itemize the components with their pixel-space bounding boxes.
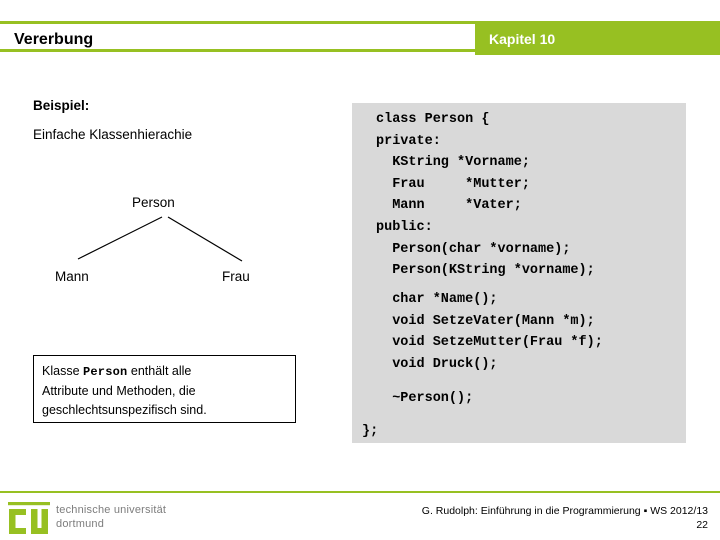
tree-node-frau: Frau bbox=[222, 269, 250, 284]
tree-edge-left bbox=[77, 216, 163, 260]
footer-divider bbox=[0, 491, 720, 493]
code-block-class-declaration: class Person { private: KString *Vorname… bbox=[376, 112, 595, 279]
note-box: Klasse Person enthält alle Attribute und… bbox=[33, 355, 296, 423]
tu-logo-icon bbox=[8, 502, 50, 534]
tree-edges bbox=[77, 216, 243, 262]
code-block-methods: char *Name(); void SetzeVater(Mann *m); … bbox=[392, 292, 603, 372]
chapter-badge: Kapitel 10 bbox=[475, 24, 720, 55]
code-panel: class Person { private: KString *Vorname… bbox=[352, 103, 686, 443]
university-logo: technische universität dortmund bbox=[8, 500, 208, 536]
left-content-column: Beispiel: Einfache Klassenhierachie Pers… bbox=[0, 90, 350, 450]
note-line-1-suffix: enthält alle bbox=[127, 364, 192, 378]
tree-edge-right bbox=[167, 216, 243, 262]
class-hierarchy-diagram: Person Mann Frau bbox=[0, 195, 350, 305]
example-heading: Beispiel: bbox=[33, 98, 90, 113]
example-subtitle: Einfache Klassenhierachie bbox=[33, 127, 193, 142]
note-line-1: Klasse Person enthält alle bbox=[42, 362, 287, 382]
note-line-3: geschlechtsunspezifisch sind. bbox=[42, 403, 207, 417]
code-block-destructor: ~Person(); bbox=[376, 391, 474, 406]
footer-attribution: G. Rudolph: Einführung in die Programmie… bbox=[421, 505, 708, 517]
chapter-label: Kapitel 10 bbox=[489, 31, 556, 47]
university-logo-text: technische universität dortmund bbox=[56, 503, 206, 531]
page-number: 22 bbox=[696, 519, 708, 531]
university-name-line-2: dortmund bbox=[56, 518, 105, 530]
tree-node-person: Person bbox=[132, 195, 175, 210]
page-title: Vererbung bbox=[14, 31, 94, 48]
tree-node-mann: Mann bbox=[55, 269, 89, 284]
code-block-class-close: }; bbox=[362, 424, 379, 439]
note-line-1-prefix: Klasse bbox=[42, 364, 83, 378]
slide-header: Vererbung Kapitel 10 bbox=[0, 21, 720, 55]
university-name-line-1: technische universität bbox=[56, 504, 167, 516]
note-line-1-code: Person bbox=[83, 365, 128, 379]
note-line-2: Attribute und Methoden, die bbox=[42, 384, 196, 398]
